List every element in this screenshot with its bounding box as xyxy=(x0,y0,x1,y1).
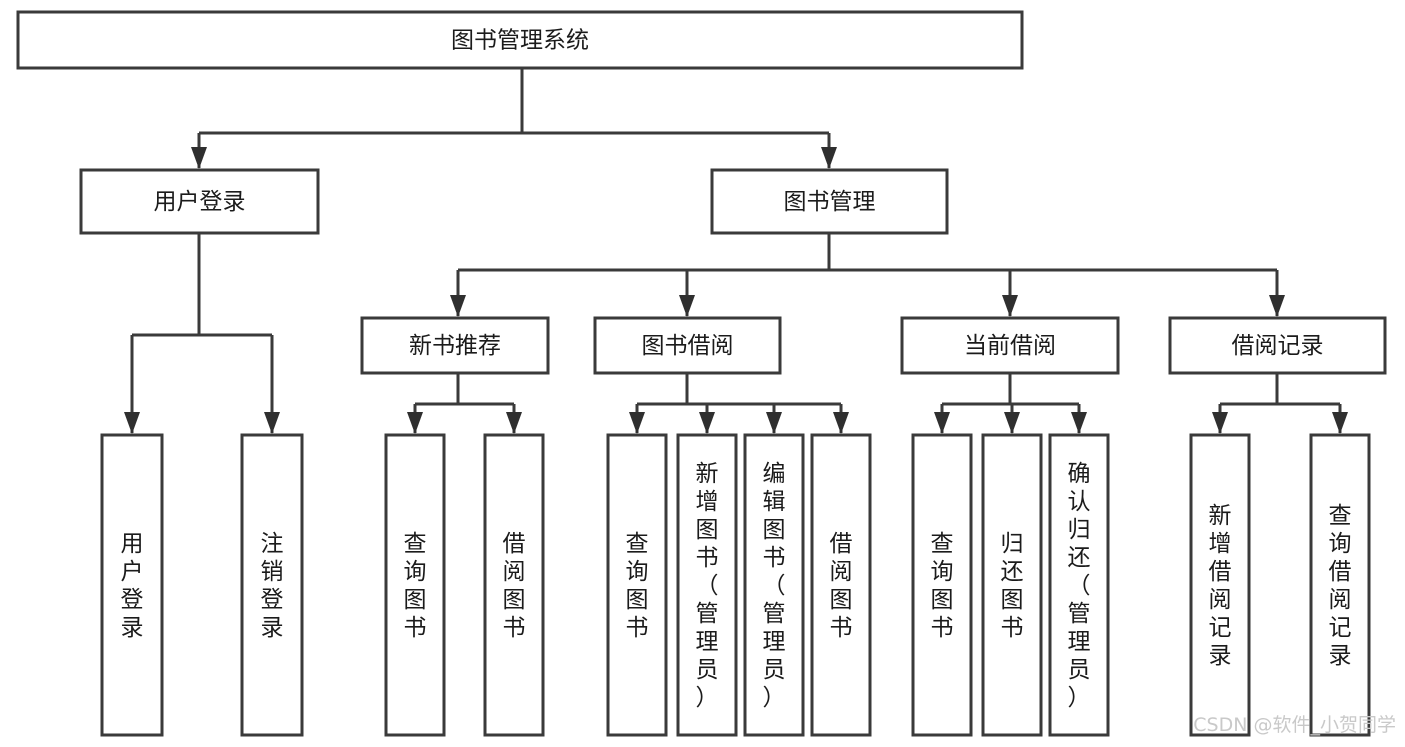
level3-node-0[interactable]: 新书推荐 xyxy=(360,316,550,375)
level3-node-2[interactable]: 当前借阅 xyxy=(900,316,1120,375)
leaf-node-2-1[interactable]: 新增图书（管理员） xyxy=(676,433,738,737)
arrow-down-icon-leaf-3-2 xyxy=(1071,412,1087,434)
arrow-down-icon-level3-3 xyxy=(1269,295,1285,317)
leaf-node-1-0-box[interactable] xyxy=(384,433,446,737)
leaf-node-4-1[interactable]: 查询借阅记录 xyxy=(1309,433,1371,737)
arrow-down-icon-leaf-3-1 xyxy=(1004,412,1020,434)
arrow-down-icon-level2-0 xyxy=(191,147,207,169)
arrow-down-icon-leaf-2-2 xyxy=(766,412,782,434)
level3-node-2-box[interactable] xyxy=(900,316,1120,375)
level2-node-0[interactable]: 用户登录 xyxy=(79,168,320,235)
arrow-down-icon-leaf-4-0 xyxy=(1212,412,1228,434)
leaf-node-3-0-box[interactable] xyxy=(911,433,973,737)
root-node-box[interactable] xyxy=(16,10,1024,70)
leaf-node-1-0-label: 查询图书 xyxy=(404,531,427,641)
root-node[interactable]: 图书管理系统 xyxy=(16,10,1024,70)
level2-node-1-label: 图书管理 xyxy=(784,189,876,215)
leaf-node-3-2[interactable]: 确认归还（管理员） xyxy=(1048,433,1110,737)
level3-node-3-box[interactable] xyxy=(1168,316,1387,375)
leaf-node-4-0-label: 新增借阅记录 xyxy=(1209,503,1232,669)
arrow-down-icon-leaf-1-0 xyxy=(407,412,423,434)
leaf-node-2-3-label: 借阅图书 xyxy=(830,531,853,641)
leaf-node-4-1-label: 查询借阅记录 xyxy=(1329,503,1352,669)
arrow-down-icon-leaf-0-0 xyxy=(124,412,140,434)
level3-node-3-label: 借阅记录 xyxy=(1232,333,1324,359)
leaf-node-0-1[interactable]: 注销登录 xyxy=(240,433,304,737)
leaf-node-2-0-box[interactable] xyxy=(606,433,668,737)
arrow-down-icon-leaf-4-1 xyxy=(1332,412,1348,434)
leaf-node-2-2-label: 编辑图书（管理员） xyxy=(763,461,786,711)
leaf-node-3-1-label: 归还图书 xyxy=(1001,531,1024,641)
leaf-node-3-1-box[interactable] xyxy=(981,433,1043,737)
leaf-node-2-1-box[interactable] xyxy=(676,433,738,737)
leaf-node-4-0[interactable]: 新增借阅记录 xyxy=(1189,433,1251,737)
arrow-down-icon-level3-1 xyxy=(679,295,695,317)
arrow-down-icon-level3-0 xyxy=(450,295,466,317)
level2-node-1[interactable]: 图书管理 xyxy=(710,168,949,235)
level3-node-0-label: 新书推荐 xyxy=(409,333,501,359)
level2-node-0-box[interactable] xyxy=(79,168,320,235)
leaf-node-3-0-label: 查询图书 xyxy=(931,531,954,641)
leaf-node-2-3-box[interactable] xyxy=(810,433,872,737)
leaf-node-4-0-box[interactable] xyxy=(1189,433,1251,737)
root-node-label: 图书管理系统 xyxy=(451,28,589,54)
leaf-node-0-1-label: 注销登录 xyxy=(261,531,284,641)
leaf-node-2-0[interactable]: 查询图书 xyxy=(606,433,668,737)
level3-node-3[interactable]: 借阅记录 xyxy=(1168,316,1387,375)
leaf-node-2-1-label: 新增图书（管理员） xyxy=(696,461,719,711)
leaf-node-2-0-label: 查询图书 xyxy=(626,531,649,641)
level3-node-2-label: 当前借阅 xyxy=(964,333,1056,359)
leaf-node-1-1-box[interactable] xyxy=(483,433,545,737)
arrow-down-icon-level2-1 xyxy=(821,147,837,169)
level2-node-1-box[interactable] xyxy=(710,168,949,235)
arrow-down-icon-leaf-0-1 xyxy=(264,412,280,434)
level3-node-1-box[interactable] xyxy=(593,316,782,375)
leaf-node-3-0[interactable]: 查询图书 xyxy=(911,433,973,737)
leaf-node-4-1-box[interactable] xyxy=(1309,433,1371,737)
leaf-node-3-2-box[interactable] xyxy=(1048,433,1110,737)
leaf-node-2-3[interactable]: 借阅图书 xyxy=(810,433,872,737)
arrow-down-icon-leaf-1-1 xyxy=(506,412,522,434)
level2-node-0-label: 用户登录 xyxy=(154,189,246,215)
leaf-node-0-0-label: 用户登录 xyxy=(121,531,144,641)
node-layer: 图书管理系统用户登录图书管理新书推荐图书借阅当前借阅借阅记录用户登录注销登录查询… xyxy=(16,10,1387,737)
arrow-down-icon-leaf-2-3 xyxy=(833,412,849,434)
arrow-down-icon-leaf-2-1 xyxy=(699,412,715,434)
leaf-node-0-0[interactable]: 用户登录 xyxy=(100,433,164,737)
level3-node-1-label: 图书借阅 xyxy=(642,333,734,359)
leaf-node-1-1[interactable]: 借阅图书 xyxy=(483,433,545,737)
arrow-down-icon-level3-2 xyxy=(1002,295,1018,317)
leaf-node-2-2[interactable]: 编辑图书（管理员） xyxy=(743,433,805,737)
watermark-label: CSDN @软件_小贺同学 xyxy=(1193,714,1396,736)
leaf-node-1-0[interactable]: 查询图书 xyxy=(384,433,446,737)
leaf-node-3-1[interactable]: 归还图书 xyxy=(981,433,1043,737)
leaf-node-0-0-box[interactable] xyxy=(100,433,164,737)
arrow-down-icon-leaf-2-0 xyxy=(629,412,645,434)
leaf-node-2-2-box[interactable] xyxy=(743,433,805,737)
level3-node-0-box[interactable] xyxy=(360,316,550,375)
connector-layer xyxy=(124,68,1348,434)
level3-node-1[interactable]: 图书借阅 xyxy=(593,316,782,375)
leaf-node-0-1-box[interactable] xyxy=(240,433,304,737)
leaf-node-3-2-label: 确认归还（管理员） xyxy=(1068,461,1091,711)
leaf-node-1-1-label: 借阅图书 xyxy=(503,531,526,641)
arrow-down-icon-leaf-3-0 xyxy=(934,412,950,434)
